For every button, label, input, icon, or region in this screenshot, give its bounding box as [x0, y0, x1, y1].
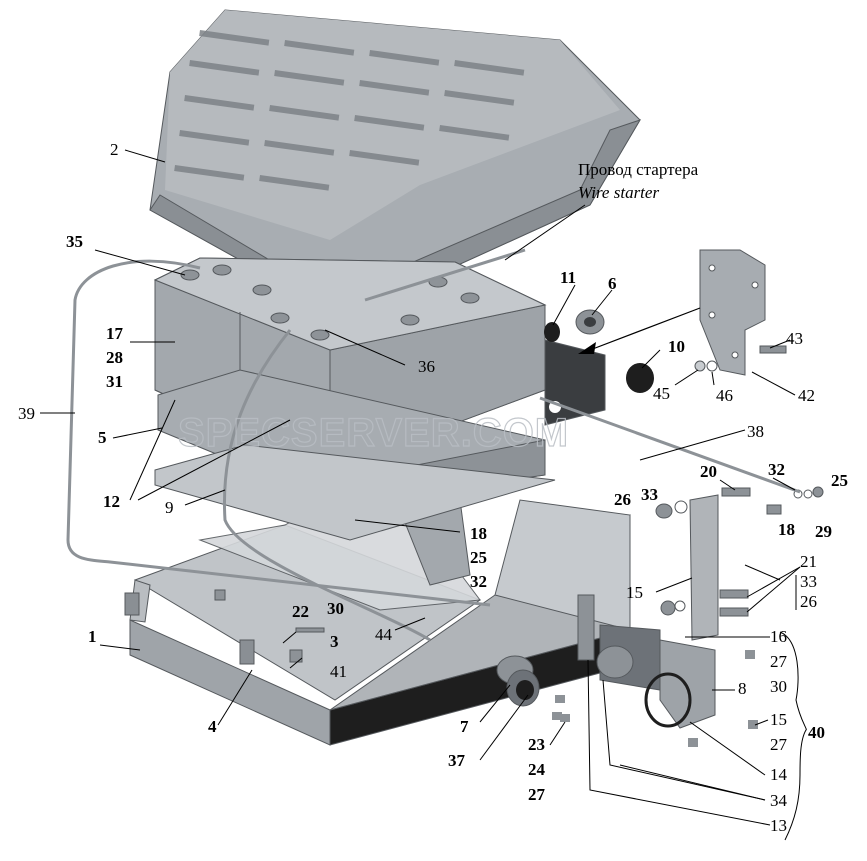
- label-38: 38: [747, 422, 764, 441]
- label-31: 31: [106, 372, 123, 391]
- label-30b: 30: [770, 677, 787, 696]
- label-15a: 15: [626, 583, 643, 602]
- label-32a: 32: [768, 460, 785, 479]
- label-43: 43: [786, 329, 803, 348]
- label-40: 40: [808, 723, 825, 742]
- label-35: 35: [66, 232, 83, 251]
- label-44: 44: [375, 625, 393, 644]
- leader-lines: [40, 149, 807, 841]
- label-14: 14: [770, 765, 788, 784]
- label-10: 10: [668, 337, 685, 356]
- label-27c: 27: [770, 735, 788, 754]
- label-45: 45: [653, 384, 670, 403]
- label-9: 9: [165, 498, 174, 517]
- label-27b: 27: [528, 785, 546, 804]
- label-26a: 26: [614, 490, 631, 509]
- label-5: 5: [98, 428, 107, 447]
- label-21: 21: [800, 552, 817, 571]
- label-29: 29: [815, 522, 832, 541]
- label-39: 39: [18, 404, 35, 423]
- switch-assembly: [496, 594, 758, 747]
- label-32b: 32: [470, 572, 487, 591]
- bracket-42: [699, 249, 766, 376]
- label-12: 12: [103, 492, 120, 511]
- label-4: 4: [208, 717, 217, 736]
- label-33a: 33: [641, 485, 658, 504]
- small-parts: [214, 309, 824, 663]
- battery-box-lid: [149, 9, 642, 311]
- label-34: 34: [770, 791, 788, 810]
- label-6: 6: [608, 274, 617, 293]
- watermark-text: SPECSERVER.COM: [178, 411, 569, 455]
- label-17: 17: [106, 324, 124, 343]
- label-25b: 25: [470, 548, 487, 567]
- label-42: 42: [798, 386, 815, 405]
- cables: [66, 248, 801, 642]
- label-8: 8: [738, 679, 747, 698]
- label-16: 16: [770, 627, 787, 646]
- label-11: 11: [560, 268, 576, 287]
- caption-ru: Провод стартера: [578, 160, 699, 179]
- label-2: 2: [110, 140, 119, 159]
- label-1: 1: [88, 627, 97, 646]
- label-13: 13: [770, 816, 787, 835]
- label-25a: 25: [831, 471, 848, 490]
- label-24: 24: [528, 760, 546, 779]
- label-27a: 27: [770, 652, 788, 671]
- label-41: 41: [330, 662, 347, 681]
- label-30a: 30: [327, 599, 344, 618]
- label-18a: 18: [778, 520, 795, 539]
- label-23: 23: [528, 735, 545, 754]
- label-15b: 15: [770, 710, 787, 729]
- caption-en: Wire starter: [578, 183, 659, 202]
- label-18b: 18: [470, 524, 487, 543]
- label-28: 28: [106, 348, 123, 367]
- assembly-arrow: [578, 307, 701, 354]
- label-20: 20: [700, 462, 717, 481]
- label-22: 22: [292, 602, 309, 621]
- label-26b: 26: [800, 592, 817, 611]
- plate-15: [689, 494, 719, 641]
- label-36: 36: [418, 357, 435, 376]
- battery-frame: [124, 499, 631, 746]
- position-labels: 2 35 17 28 31 36 11 6 10 45 46 43 42 39 …: [18, 140, 848, 835]
- label-46: 46: [716, 386, 733, 405]
- label-7: 7: [460, 717, 469, 736]
- label-37: 37: [448, 751, 466, 770]
- battery-plates: [154, 369, 556, 541]
- label-3: 3: [330, 632, 339, 651]
- label-33b: 33: [800, 572, 817, 591]
